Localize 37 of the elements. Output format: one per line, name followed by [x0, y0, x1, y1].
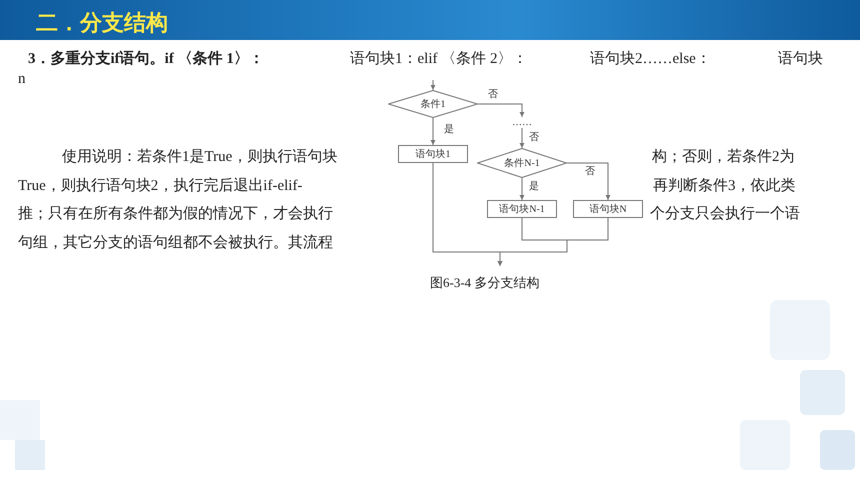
arrow: [430, 118, 436, 146]
figure-caption: 图6-3-4 多分支结构: [430, 274, 540, 292]
edge-label: 否: [584, 166, 596, 177]
paragraph-text: True，则执行语句块2，执行完后退出if-elif-: [18, 177, 302, 195]
statement-label: 语句块N-1: [499, 202, 545, 216]
ellipsis-text: ……: [507, 117, 537, 128]
arrow: [478, 104, 524, 118]
paragraph-text: 个分支只会执行一个语: [650, 205, 800, 223]
paragraph-text: 推；只有在所有条件都为假的情况下，才会执行: [18, 205, 333, 223]
edge-label: 否: [487, 89, 499, 100]
paragraph-text: 再判断条件3，依此类: [653, 177, 796, 195]
syntax-text: n: [18, 70, 26, 88]
decision-diamond: [388, 90, 478, 118]
process-box: [398, 145, 468, 163]
arrow: [520, 178, 524, 200]
arrow: [566, 162, 610, 200]
decision-diamond: [477, 148, 567, 178]
condition-label: 条件N-1: [504, 157, 540, 170]
edge-label: 是: [443, 124, 455, 135]
slide-title: 二．分支结构: [36, 10, 168, 38]
condition-label: 条件1: [420, 98, 446, 111]
arrow: [520, 128, 524, 148]
syntax-text: 语句块: [778, 50, 823, 68]
paragraph-text: 句组，其它分支的语句组都不会被执行。其流程: [18, 234, 333, 252]
syntax-text: 3．多重分支if语句。if 〈条件 1〉：: [28, 50, 264, 68]
process-box: [487, 200, 557, 218]
process-box: [573, 200, 643, 218]
arrow: [430, 80, 436, 90]
paragraph-text: 使用说明：若条件1是True，则执行语句块: [62, 148, 338, 166]
syntax-text: 语句块1：elif 〈条件 2〉：: [350, 50, 528, 68]
arrow: [498, 218, 608, 266]
statement-label: 语句块1: [416, 148, 450, 161]
edge-label: 是: [528, 181, 540, 192]
syntax-text: 语句块2……else：: [590, 50, 711, 68]
paragraph-text: 构；否则，若条件2为: [652, 148, 794, 166]
statement-label: 语句块N: [589, 202, 627, 216]
edge-label: 否: [528, 132, 540, 143]
